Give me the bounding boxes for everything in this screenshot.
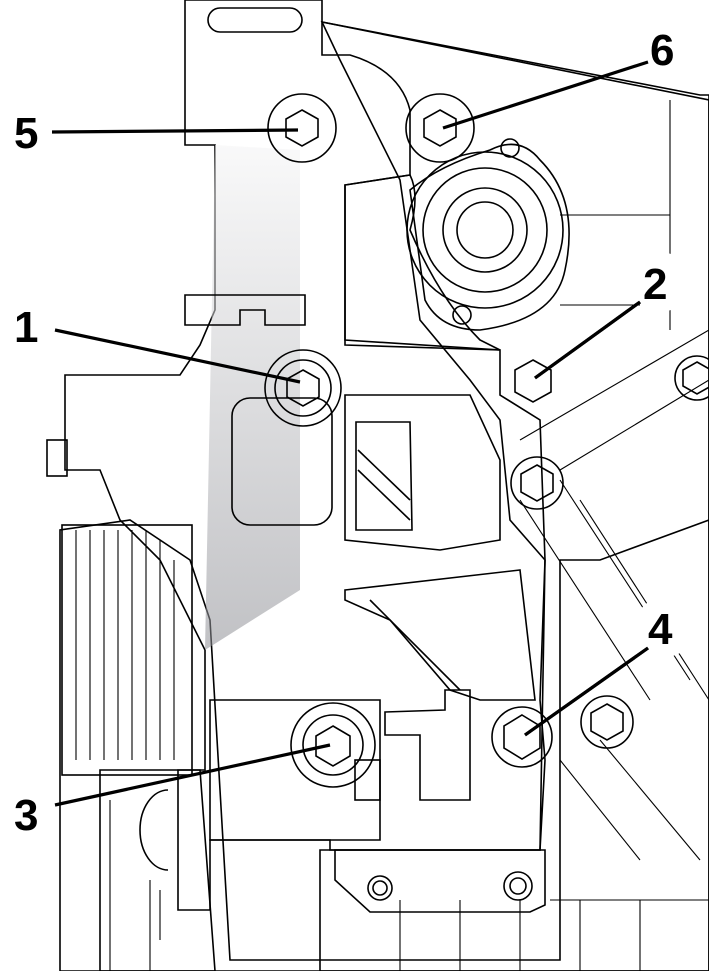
bolt-6: [405, 93, 475, 163]
foot-hole-right-inner: [509, 877, 527, 895]
pump-bolt-hole-bottom: [452, 305, 472, 325]
bracket-foot: [334, 849, 546, 913]
hex-nut-right-lower: [580, 695, 634, 749]
foot-hole-left: [367, 875, 393, 901]
bolt-5: [267, 93, 337, 163]
bracket-lower-plate: [344, 569, 536, 701]
bracket-slot-panel: [344, 394, 501, 551]
pulley-block: [61, 524, 193, 776]
bracket-notch-tab: [184, 294, 306, 326]
bracket-stud: [354, 759, 381, 801]
foot-hole-right: [503, 871, 533, 901]
leader-line-6: [442, 60, 649, 130]
callouts: 1 2 3 4 5 6: [14, 26, 695, 840]
bolt-3: [290, 702, 376, 788]
hex-nut-right-middle: [510, 456, 564, 510]
callout-number-4: 4: [648, 605, 673, 654]
semicircle-cutout: [139, 789, 169, 871]
foot-hole-left-inner: [372, 880, 388, 896]
bracket-top-slot: [207, 7, 303, 33]
callout-circle-4: [635, 597, 695, 657]
pump-mid-ring: [422, 167, 548, 293]
housing-lower-left: [99, 769, 216, 971]
small-tab: [46, 439, 68, 477]
callout-number-6: 6: [650, 26, 674, 75]
mounting-bracket: [64, 0, 546, 913]
hex-nut-right-upper: [674, 355, 709, 401]
callout-number-5: 5: [14, 109, 38, 158]
leader-line-3: [54, 743, 331, 807]
callout-circle-2: [630, 252, 690, 312]
leader-line-5: [51, 128, 299, 134]
bracket-body: [64, 0, 546, 911]
bracket-boss: [231, 397, 333, 526]
callout-number-2: 2: [643, 260, 667, 309]
callout-number-1: 1: [14, 303, 38, 352]
pump-center: [456, 201, 514, 259]
bracket-lower-block: [209, 699, 381, 841]
leader-line-4-core: [524, 646, 649, 737]
callout-number-3: 3: [14, 791, 38, 840]
pump-flange: [409, 143, 570, 331]
engine-housing: [46, 20, 709, 971]
bracket-recess-upper: [344, 174, 501, 351]
pump-outer-ring: [406, 151, 564, 309]
bracket-slot-window: [355, 421, 413, 531]
bracket-arm: [384, 689, 471, 801]
pump-inner-ring: [442, 187, 528, 273]
leader-line-2-core: [534, 300, 641, 380]
bolt-2: [514, 359, 552, 403]
pump-bolt-hole-top: [500, 138, 520, 158]
leader-line-1: [54, 328, 301, 384]
